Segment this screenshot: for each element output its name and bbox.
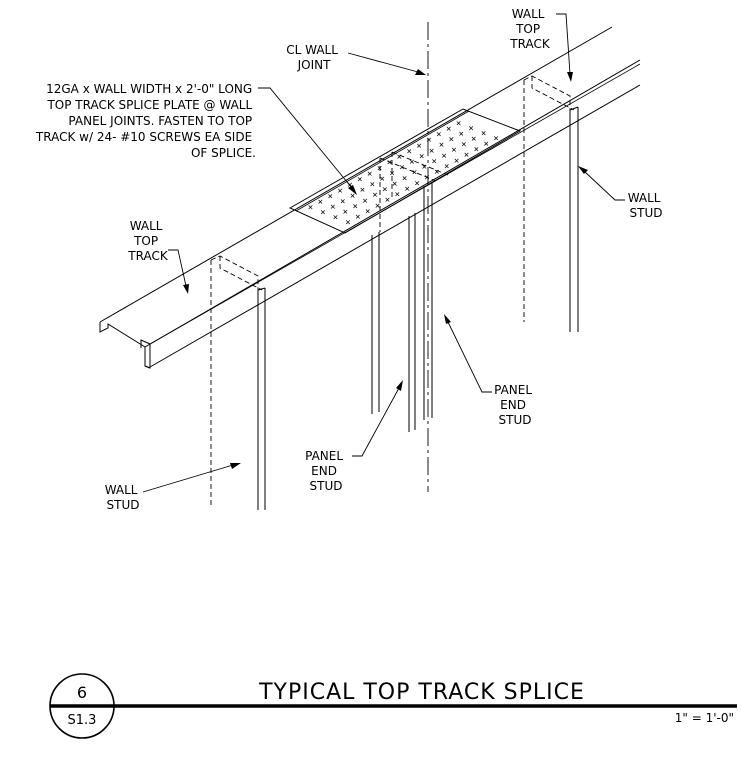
screw-mark: × — [493, 134, 498, 144]
screw-mark: × — [474, 145, 479, 155]
screw-mark: × — [355, 213, 360, 223]
screw-mark: × — [308, 203, 313, 213]
screw-mark: × — [379, 174, 384, 184]
screw-mark: × — [360, 186, 365, 196]
screw-mark: × — [352, 202, 357, 212]
screw-mark: × — [387, 158, 392, 168]
panel-end-stud-right — [391, 152, 433, 420]
splice-plate — [288, 108, 522, 234]
wall-stud-right — [523, 75, 579, 332]
sheet-reference: S1.3 — [68, 713, 97, 728]
cl-wall-joint-line-2: JOINT — [297, 58, 332, 72]
screw-mark: × — [483, 139, 488, 149]
wall-stud-left-label: WALL STUD — [105, 483, 142, 512]
screw-mark: × — [416, 141, 421, 151]
cl-wall-joint-line-1: CL WALL — [286, 43, 338, 57]
screw-mark: × — [412, 168, 417, 178]
screw-mark: × — [436, 130, 441, 140]
title-block: 6 S1.3 TYPICAL TOP TRACK SPLICE 1" = 1'-… — [49, 673, 737, 739]
drawing-scale: 1" = 1'-0" — [675, 711, 734, 725]
screw-mark: × — [444, 162, 449, 172]
wall-stud-left — [210, 255, 266, 510]
screw-mark: × — [426, 136, 431, 146]
wall-stud-right-label: WALL STUD — [628, 191, 665, 220]
screw-mark: × — [395, 190, 400, 200]
screw-mark: × — [409, 158, 414, 168]
screw-mark: × — [451, 146, 456, 156]
screw-mark: × — [464, 151, 469, 161]
splice-note-line-4: TRACK w/ 24- #10 SCREWS EA SIDE — [35, 130, 252, 144]
wall-top-track-left-label: WALL TOP TRACK — [127, 219, 169, 263]
top-track — [99, 26, 641, 369]
screw-mark: × — [414, 179, 419, 189]
screw-mark: × — [327, 192, 332, 202]
wall-top-track-right-label: WALL TOP TRACK — [509, 7, 551, 51]
screw-mark: × — [441, 151, 446, 161]
splice-note-line-3: PANEL JOINTS. FASTEN TO TOP — [68, 114, 252, 128]
detail-title: TYPICAL TOP TRACK SPLICE — [258, 680, 585, 705]
screw-mark: × — [340, 197, 345, 207]
screw-mark: × — [422, 163, 427, 173]
screw-mark: × — [471, 134, 476, 144]
screw-mark: × — [461, 140, 466, 150]
splice-note-line-2: TOP TRACK SPLICE PLATE @ WALL — [46, 98, 252, 112]
screw-mark: × — [362, 196, 367, 206]
screw-mark: × — [318, 198, 323, 208]
screw-mark: × — [333, 213, 338, 223]
panel-end-stud-left — [371, 158, 416, 432]
splice-note-line-5: OF SPLICE. — [191, 146, 256, 160]
screw-mark: × — [343, 208, 348, 218]
screw-pattern: ××××××××××××××××××××××××××××××××××××××××… — [308, 119, 499, 228]
screw-mark: × — [392, 179, 397, 189]
screw-mark: × — [454, 156, 459, 166]
screw-mark: × — [389, 169, 394, 179]
screw-mark: × — [399, 163, 404, 173]
screw-mark: × — [372, 191, 377, 201]
screw-mark: × — [449, 135, 454, 145]
screw-mark: × — [481, 129, 486, 139]
screw-mark: × — [375, 201, 380, 211]
screw-mark: × — [385, 196, 390, 206]
screw-mark: × — [419, 152, 424, 162]
screw-mark: × — [337, 186, 342, 196]
screw-mark: × — [439, 141, 444, 151]
leaders — [142, 13, 625, 493]
screw-mark: × — [406, 147, 411, 157]
screw-mark: × — [468, 124, 473, 134]
detail-number: 6 — [77, 683, 87, 702]
screw-mark: × — [330, 203, 335, 213]
screw-mark: × — [429, 146, 434, 156]
screw-mark: × — [365, 207, 370, 217]
screw-mark: × — [320, 208, 325, 218]
splice-note: 12GA x WALL WIDTH x 2'-0" LONG TOP TRACK… — [35, 82, 256, 160]
panel-end-stud-left-label: PANEL END STUD — [305, 449, 347, 493]
panel-end-stud-right-label: PANEL END STUD — [494, 383, 536, 427]
screw-mark: × — [446, 124, 451, 134]
screw-mark: × — [397, 153, 402, 163]
screw-mark: × — [434, 168, 439, 178]
screw-mark: × — [357, 175, 362, 185]
screw-mark: × — [350, 191, 355, 201]
screw-mark: × — [345, 218, 350, 228]
screw-mark: × — [367, 169, 372, 179]
splice-note-line-1: 12GA x WALL WIDTH x 2'-0" LONG — [46, 82, 252, 96]
screw-mark: × — [402, 174, 407, 184]
screw-mark: × — [456, 119, 461, 129]
screw-mark: × — [431, 157, 436, 167]
screw-mark: × — [382, 185, 387, 195]
screw-mark: × — [404, 184, 409, 194]
cl-wall-joint-label: CL WALL JOINT — [286, 43, 342, 72]
screw-mark: × — [370, 180, 375, 190]
screw-mark: × — [458, 129, 463, 139]
screw-mark: × — [424, 173, 429, 183]
